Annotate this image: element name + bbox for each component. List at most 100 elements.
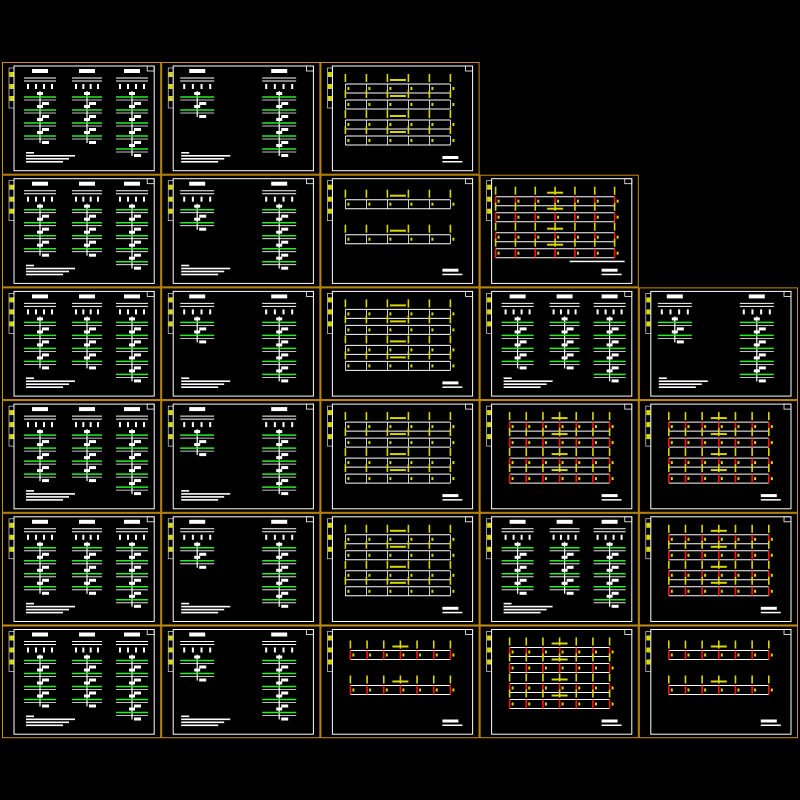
bearing-mark [737,441,740,445]
bearing-mark [754,425,757,429]
bearing-mark [347,87,350,90]
beam-mark [407,540,410,549]
bearing-mark [431,312,434,316]
sheet-border [320,174,480,288]
node-block [37,317,43,321]
bearing-mark [704,537,707,541]
drawing-sheet-column-details-3[interactable] [2,174,162,288]
bearing-mark [754,653,757,657]
beam-mark [575,673,578,682]
drawing-sheet-column-details-3[interactable] [2,400,162,513]
note-text [26,724,63,727]
bearing-mark [368,364,371,368]
drawing-sheet-column-details-3[interactable] [479,287,639,401]
beam-mark [593,222,596,231]
bearing-mark [431,202,434,206]
drawing-sheet-column-details-2[interactable] [161,512,321,626]
beam-mark [525,428,528,437]
detail-tick [51,309,53,315]
drawing-sheet-column-details-3[interactable] [479,512,639,626]
drawing-sheet-column-details-2[interactable] [638,287,798,401]
drawing-sheet-column-details-2[interactable] [161,625,321,739]
bearing-mark [670,553,673,557]
note-text [442,724,463,726]
strip-mark [487,196,492,202]
beam-mark [751,576,753,585]
sheet-border [638,625,798,739]
node-label [134,102,141,105]
node-block [561,542,568,546]
beam-mark [449,428,452,437]
strip-mark [9,659,14,665]
detail-tick [75,422,77,428]
beam-mark [344,464,347,473]
bearing-mark [557,251,560,255]
beam-mark [407,299,410,308]
bearing-mark [720,688,723,692]
binding-strip [167,180,174,221]
drawing-sheet-column-details-2[interactable] [161,400,321,513]
drawing-sheet-beam-red-2[interactable] [320,625,480,739]
drawing-sheet-column-details-2[interactable] [161,174,321,288]
drawing-sheet-column-details-2[interactable] [161,287,321,401]
node-block [129,456,135,460]
binding-strip [486,180,492,221]
bearing-mark [435,688,438,692]
bearing-mark [410,477,413,481]
beam-mark [365,90,368,98]
beam-mark [407,351,410,360]
detail-tick [604,534,607,540]
node-label [199,453,207,457]
drawing-sheet-beam-red-wide[interactable] [479,174,639,288]
detail-tick [574,534,577,540]
bearing-mark [511,461,514,465]
beam-mark [768,540,770,549]
bearing-mark [347,237,350,241]
drawing-sheet-beam-elevation-4[interactable] [320,512,480,626]
node-label [42,253,49,257]
node-label [281,565,289,569]
drawing-sheet-column-details-3[interactable] [2,625,162,739]
node-label [42,665,49,669]
beam-mark [701,464,703,473]
bearing-mark [452,461,455,465]
node-block [606,343,613,347]
drawing-sheet-column-details-3[interactable] [2,287,162,401]
node-label [89,678,96,682]
beam-mark [407,464,410,473]
beam-mark [514,202,517,211]
detail-tick [51,196,53,202]
drawing-sheet-column-details-2[interactable] [161,62,321,175]
node-label [89,227,96,231]
bearing-mark [347,461,350,465]
node-label [566,327,574,331]
sheet-frame [13,516,155,622]
note-text [181,377,190,379]
node-label [281,266,289,270]
drawing-sheet-beam-red-4[interactable] [479,625,639,739]
drawing-sheet-beam-red-2[interactable] [638,625,798,739]
drawing-sheet-beam-elevation-4[interactable] [320,62,480,175]
drawing-sheet-column-details-3[interactable] [2,512,162,626]
sheet-frame [491,516,633,622]
beam-mark [428,126,431,134]
drawing-sheet-beam-red-4[interactable] [638,400,798,513]
strip-mark [168,309,173,315]
node-label [566,366,574,370]
bearing-mark [670,477,673,481]
drawing-sheet-beam-elevation-4[interactable] [320,400,480,513]
drawing-sheet-beam-elevation-2[interactable] [320,174,480,288]
drawing-sheet-column-details-3[interactable] [2,62,162,175]
detail-tick [35,534,37,540]
note-text [442,611,463,614]
detail-tick [291,309,294,315]
bearing-mark [389,461,392,465]
detail-tick [35,422,37,428]
detail-tick [119,309,121,315]
strip-mark [327,321,332,327]
drawing-sheet-beam-red-4[interactable] [638,512,798,626]
drawing-sheet-beam-red-4[interactable] [479,400,639,513]
detail-tick [43,647,45,653]
drawing-sheet-beam-elevation-4[interactable] [320,287,480,401]
